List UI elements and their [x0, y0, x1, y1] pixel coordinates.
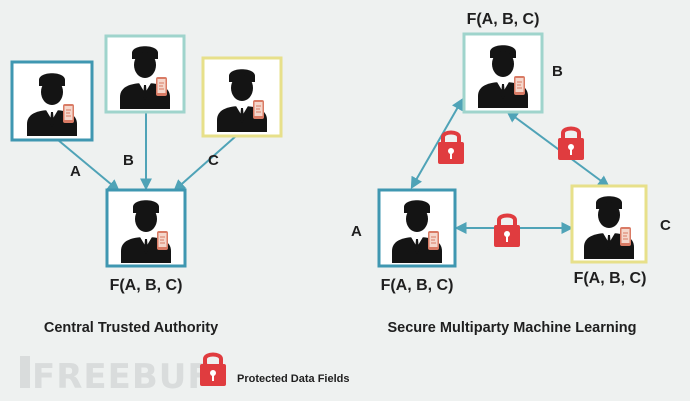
multiparty-caption: Secure Multiparty Machine Learning — [388, 320, 637, 336]
watermark: FREEBUF — [20, 356, 212, 397]
edge-label-b: B — [123, 152, 134, 169]
padlock-icon — [492, 213, 522, 249]
party-b-node-multiparty — [462, 32, 544, 114]
node-label-b: B — [552, 63, 563, 80]
node-label-c: C — [660, 217, 671, 234]
multiparty-diagram: F(A, B, C) B A C F(A, B, C) F(A, B, C) S… — [351, 11, 671, 336]
party-c-node-multiparty — [570, 184, 648, 264]
person-with-phone-icon — [381, 192, 453, 264]
arrow-c-to-authority — [173, 135, 237, 192]
central-caption: Central Trusted Authority — [44, 320, 218, 336]
result-label-right: F(A, B, C) — [574, 270, 647, 287]
edge-label-a: A — [70, 163, 81, 180]
person-with-phone-icon — [110, 192, 182, 264]
arrow-a-to-authority — [57, 139, 120, 192]
watermark-bar-icon — [20, 356, 30, 388]
padlock-icon — [198, 352, 228, 388]
authority-result-label: F(A, B, C) — [110, 277, 183, 294]
arrow-b-a — [410, 97, 464, 190]
result-label-top: F(A, B, C) — [467, 11, 540, 28]
watermark-text: FREEBUF — [32, 357, 212, 397]
result-label-left: F(A, B, C) — [381, 277, 454, 294]
party-b-node — [104, 34, 186, 114]
padlock-icon — [436, 130, 466, 166]
person-with-phone-icon — [109, 38, 181, 110]
central-diagram: A B C F(A, B, C) Central Trusted Authori… — [10, 34, 283, 336]
legend-label: Protected Data Fields — [237, 373, 349, 385]
party-a-node — [10, 60, 94, 142]
node-label-a: A — [351, 223, 362, 240]
person-with-phone-icon — [16, 65, 88, 137]
person-with-phone-icon — [573, 188, 645, 260]
edge-label-c: C — [208, 152, 219, 169]
person-with-phone-icon — [206, 61, 278, 133]
padlock-icon — [556, 126, 586, 162]
party-c-node — [201, 56, 283, 138]
person-with-phone-icon — [467, 37, 539, 109]
legend: Protected Data Fields — [198, 352, 349, 388]
authority-node — [105, 188, 187, 268]
party-a-node-multiparty — [377, 188, 457, 268]
